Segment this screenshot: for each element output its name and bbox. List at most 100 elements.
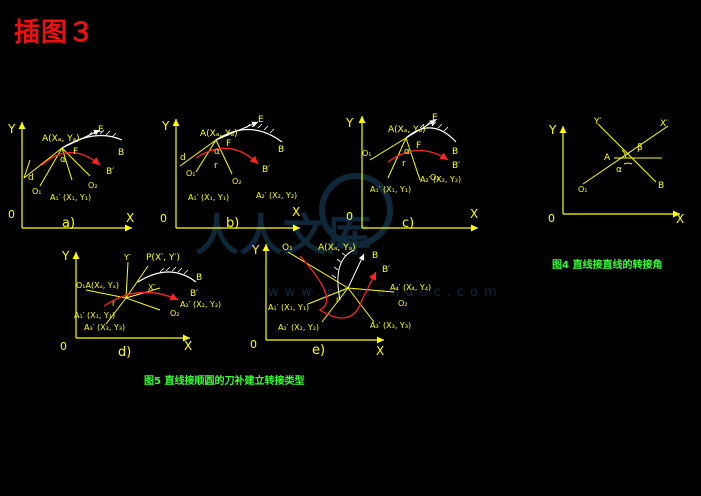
point-b-label: B	[658, 181, 664, 191]
label-r: r	[214, 161, 218, 171]
watermark-logo-icon	[319, 173, 393, 247]
line-oa	[85, 289, 127, 299]
label-r: r	[112, 299, 116, 308]
diagram-a: Y X 0 A(Xₐ, Yₐ) E B B′ d α F O₁ O₂ A₁′ (…	[7, 121, 134, 232]
line-o1	[387, 137, 407, 179]
label-a1-prime: A₁′ (X₁, Y₁)	[50, 193, 91, 202]
line-o2	[215, 139, 233, 175]
point-b-prime-label: B′	[382, 265, 390, 275]
label-a1-prime: A₁′ (X₁, Y₁)	[268, 303, 309, 312]
label-a4-prime: A₄′ (X₄, Y₄)	[390, 283, 431, 292]
red-path	[299, 255, 377, 319]
label-o2: O₂	[88, 181, 98, 190]
label-o1: O₁	[186, 169, 196, 178]
y-axis-label: Y	[345, 116, 354, 130]
label-r: r	[336, 295, 340, 304]
label-f: F	[416, 141, 421, 151]
label-o2: O₂	[430, 173, 440, 182]
y-axis-label: Y	[7, 122, 16, 136]
origin-label: 0	[160, 212, 167, 225]
line-oa	[179, 139, 217, 167]
label-alpha: α	[616, 165, 622, 175]
label-alpha: α	[404, 147, 410, 157]
point-a-label: A(Xₐ, Yₐ)	[200, 129, 238, 139]
point-e-label: E	[98, 125, 104, 135]
red-arc	[103, 291, 179, 307]
y-axis-label: Y	[548, 123, 557, 137]
label-a1-prime: A₁′ (X₁, Y₁)	[188, 193, 229, 202]
point-b-prime-label: B′	[190, 289, 198, 299]
x-axis-label: X	[184, 339, 192, 353]
diagram-e: Y X 0 O₁ A(Xₐ, Yₐ) B B′ A₄′ (X₄, Y₄) A₁′…	[250, 243, 431, 358]
label-d: d	[28, 173, 34, 183]
point-b-prime-label: B′	[106, 167, 114, 177]
caption-fig4: 图4 直线接直线的转接角	[552, 258, 662, 271]
label-alpha: α	[60, 155, 66, 165]
slide-title: 插图３	[14, 18, 96, 48]
watermark-text: 人人文库	[195, 210, 371, 261]
red-arc	[41, 152, 101, 166]
origin-label: 0	[346, 210, 353, 223]
diagram-b: Y X 0 A(Xₐ, Yₐ) E B B′ d α F r O₁ O₂ A₁′…	[160, 115, 300, 232]
label-o2: O₂	[398, 299, 408, 308]
label-o1: O₁	[282, 243, 293, 253]
label-o1: O₁	[362, 149, 372, 158]
label-alpha: α	[214, 147, 220, 157]
x-axis-label: X	[126, 211, 134, 225]
caption-c: c)	[402, 216, 414, 231]
line-o2	[405, 137, 421, 181]
caption-fig5: 图5 直线接顺圆的刀补建立转接类型	[144, 374, 304, 387]
y-axis-label: Y	[61, 249, 70, 263]
red-arc	[387, 149, 449, 163]
point-e-label: E	[258, 115, 264, 125]
label-a3-prime: A₃′ (X₃, Y₃)	[370, 321, 411, 330]
line-oa	[23, 147, 63, 179]
label-a2-prime: A₂′ (X₂, Y₂)	[180, 300, 221, 309]
y-prime-axis	[125, 261, 129, 299]
x-axis-label: X	[292, 205, 300, 219]
y-prime-label: Y′	[593, 117, 602, 127]
caption-d: d)	[118, 345, 131, 360]
label-d: d	[180, 153, 186, 163]
label-f: F	[226, 139, 231, 149]
point-b-label: B	[196, 273, 202, 283]
point-b-prime-label: B′	[262, 165, 270, 175]
label-beta: β	[637, 143, 643, 153]
line-o1	[39, 147, 63, 187]
label-a3-prime: A₃′ (X₃, Y₃)	[84, 323, 125, 332]
line-oa	[369, 137, 407, 161]
diagram-c: Y X 0 A(Xₐ, Yₐ) E B B′ α F r O₁ O₂ A₁′ (…	[345, 113, 478, 232]
label-a2-prime: A₂′ (X₂, Y₂)	[420, 175, 461, 184]
x-prime-label: X′	[660, 119, 668, 129]
watermark-url: www.renrendoc.com	[268, 285, 503, 300]
origin-label: 0	[250, 338, 257, 351]
line-p	[125, 265, 149, 299]
point-a-label: O₁A(Xₐ, Yₐ)	[76, 281, 119, 290]
x-prime-label: X′	[148, 283, 155, 292]
label-o2: O₂	[232, 177, 242, 186]
label-o2: O₂	[170, 309, 180, 318]
tangent-e	[61, 129, 101, 149]
origin-label: 0	[8, 208, 15, 221]
x-axis-label: X	[676, 212, 684, 226]
caption-b: b)	[226, 216, 239, 231]
point-a-label: A	[604, 153, 611, 163]
origin-label: 0	[60, 340, 67, 353]
tangent-e	[215, 121, 259, 141]
tangent-e	[405, 119, 437, 139]
label-a1-prime: A₁′ (X₁, Y₁)	[370, 185, 411, 194]
label-o1: O₁	[32, 187, 42, 196]
label-f: F	[73, 147, 78, 157]
line-ab	[347, 253, 365, 289]
diagram-d: Y X 0 O₁A(Xₐ, Yₐ) P(X′, Y′) Y′ X′ B B′ A…	[60, 249, 221, 360]
line-y-prime-b	[597, 123, 657, 183]
point-a-label: A(Xₐ, Yₐ)	[42, 134, 80, 144]
diagram-4: Y X 0 Y′ X′ A B α β O₁	[548, 117, 684, 226]
label-a2-prime: A₂′ (X₂, Y₂)	[256, 191, 297, 200]
x-axis-label: X	[470, 207, 478, 221]
label-a2-prime: A₂′ (X₂, Y₂)	[278, 323, 319, 332]
point-a-label: A(Xₐ, Yₐ)	[388, 125, 426, 135]
y-axis-label: Y	[161, 119, 170, 133]
point-b-prime-label: B′	[452, 161, 460, 171]
